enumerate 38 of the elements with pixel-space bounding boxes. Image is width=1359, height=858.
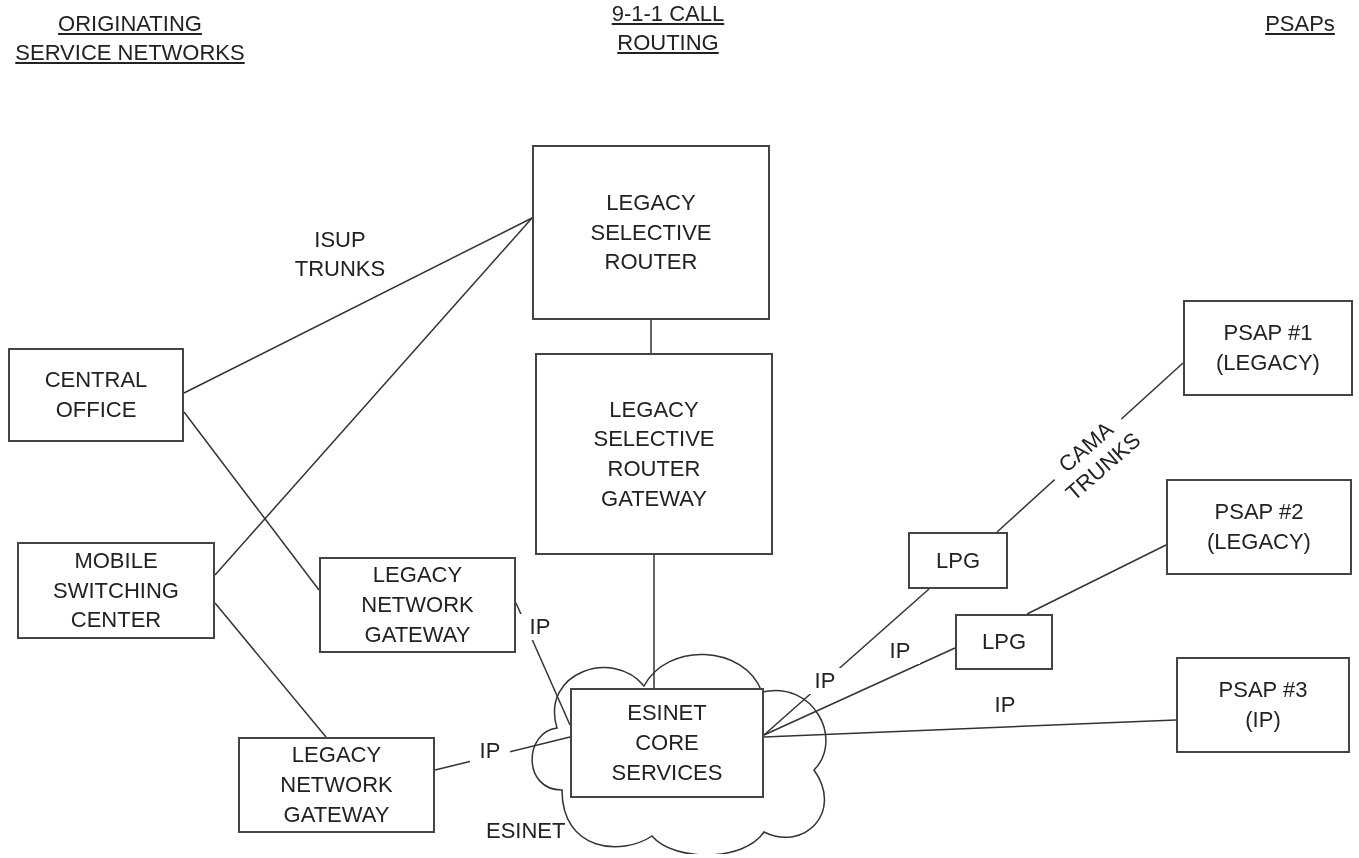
process-box [238,737,435,833]
box-label: MOBILE SWITCHING CENTER [52,546,180,635]
connector-line [214,217,533,576]
process-box [535,353,773,555]
box-label: ESINET CORE SERVICES [610,699,724,787]
process-box [955,614,1053,670]
box-label: PSAP #3 (IP) [1217,676,1309,734]
process-box [1166,479,1352,575]
trunk-label: ISUP TRUNKS [293,226,387,283]
process-box [532,145,770,320]
connector-line [1026,544,1167,615]
process-box [1176,657,1350,753]
connector-line [763,647,956,736]
process-box [570,688,764,798]
box-label: LEGACY SELECTIVE ROUTER [589,188,713,277]
box-label: PSAP #1 (LEGACY) [1215,319,1321,377]
process-box [1183,300,1353,396]
box-label: PSAP #2 (LEGACY) [1206,498,1312,556]
connector-line [183,411,320,591]
column-heading: 9-1-1 CALL ROUTING [610,0,726,57]
process-box [319,557,516,653]
box-label: LEGACY NETWORK GATEWAY [360,561,475,649]
column-heading: PSAPs [1264,10,1336,38]
box-label: LEGACY NETWORK GATEWAY [279,741,394,829]
cloud-label: ESINET [486,820,566,842]
process-box [8,348,184,442]
process-box [17,542,215,639]
box-label: LPG [982,628,1026,657]
box-label: LPG [936,546,980,575]
column-heading: ORIGINATING SERVICE NETWORKS [14,10,246,67]
process-box [908,532,1008,589]
connector-line [214,602,327,738]
connector-line [650,319,652,354]
connector-line [763,719,1177,738]
box-label: CENTRAL OFFICE [43,366,149,424]
box-label: LEGACY SELECTIVE ROUTER GATEWAY [592,395,716,513]
connector-line [653,554,655,689]
connector-line [183,217,533,394]
